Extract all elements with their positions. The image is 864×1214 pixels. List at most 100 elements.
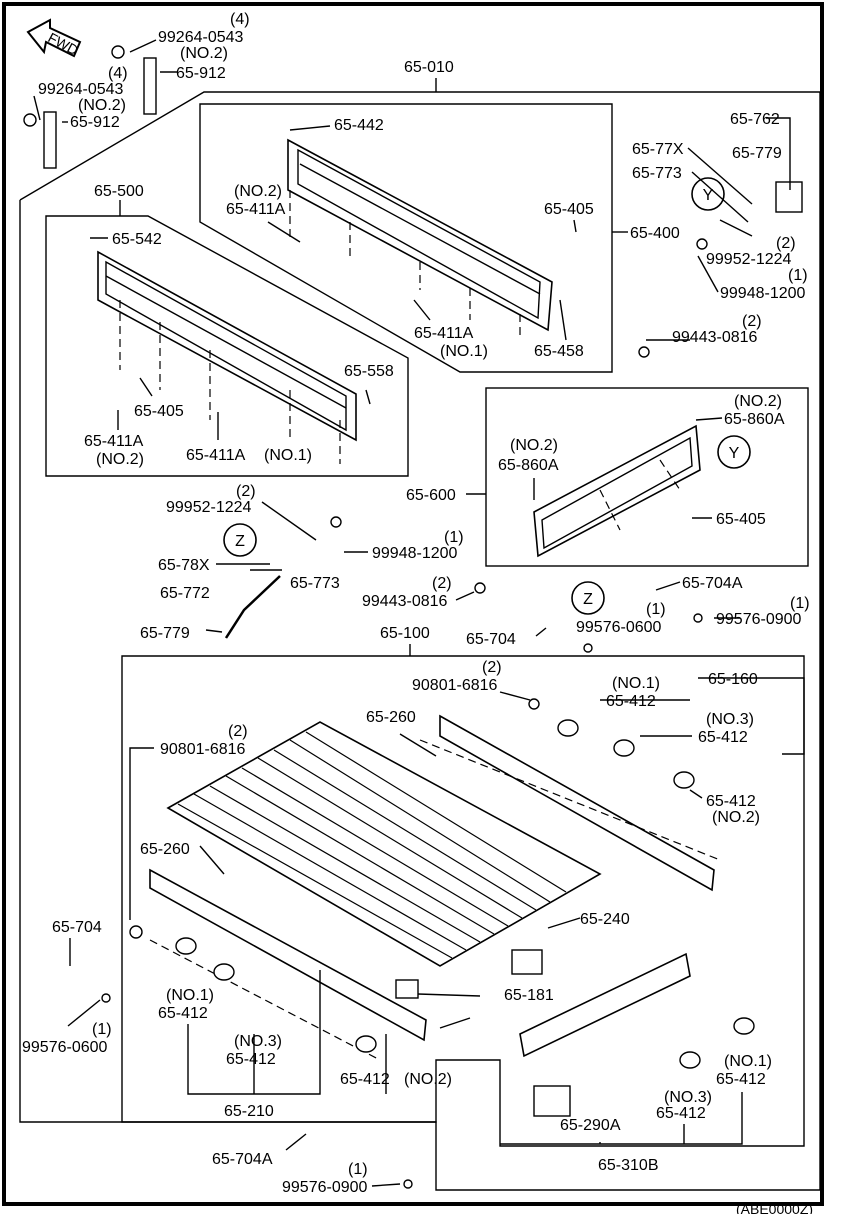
part-num: 65-912 [70, 114, 120, 131]
part-num: 99264-0543 [158, 29, 244, 46]
part-num: 65-412 [716, 1071, 766, 1088]
hardware-icons [23, 45, 803, 1189]
part-num: 99443-0816 [362, 593, 448, 610]
part-num: 65-411A [84, 433, 144, 450]
part-num: 65-500 [94, 183, 144, 200]
part-num: 65-412 [706, 793, 756, 810]
bed-floor-65-100 [166, 721, 602, 967]
callout-y-1-label: Y [703, 187, 714, 204]
part-num: 65-160 [708, 671, 758, 688]
part-num: 65-704 [466, 631, 516, 648]
part-num: 99952-1224 [166, 499, 252, 516]
part-num: 65-558 [344, 363, 394, 380]
callout-z-1-label: Z [235, 533, 245, 550]
qty: (4) [230, 11, 250, 28]
qty: (2) [432, 575, 452, 592]
qty: (2) [228, 723, 248, 740]
qty: (1) [788, 267, 808, 284]
part-num: 65-762 [730, 111, 780, 128]
box-65-600 [485, 387, 809, 567]
note: (NO.2) [78, 97, 126, 114]
note: (NO.2) [712, 809, 760, 826]
note: (NO.3) [234, 1033, 282, 1050]
part-num: 90801-6816 [412, 677, 498, 694]
part-num: 65-704A [212, 1151, 273, 1168]
note: (NO.2) [510, 437, 558, 454]
qty: (2) [236, 483, 256, 500]
part-num: 65-400 [630, 225, 680, 242]
part-num: 65-542 [112, 231, 162, 248]
box-65-400 [199, 103, 613, 373]
qty: (1) [444, 529, 464, 546]
part-num: 65-912 [176, 65, 226, 82]
rail-65-310B [519, 952, 691, 1058]
part-num: 65-260 [140, 841, 190, 858]
note: (NO.1) [612, 675, 660, 692]
note: (NO.2) [234, 183, 282, 200]
callout-z-1 [223, 523, 257, 557]
note: (NO.2) [180, 45, 228, 62]
part-num: 65-442 [334, 117, 384, 134]
part-num: 65-78X [158, 557, 210, 574]
part-num: 65-860A [498, 457, 559, 474]
part-num: 65-260 [366, 709, 416, 726]
part-num: 65-405 [134, 403, 184, 420]
part-num: 65-773 [632, 165, 682, 182]
part-num: 99576-0600 [22, 1039, 108, 1056]
panel-65-500 [97, 250, 357, 464]
qty: (4) [108, 65, 128, 82]
part-num: 90801-6816 [160, 741, 246, 758]
part-num: 65-412 [158, 1005, 208, 1022]
qty: (1) [348, 1161, 368, 1178]
part-num: 65-412 [340, 1071, 390, 1088]
part-num: 99948-1200 [372, 545, 458, 562]
qty: (2) [776, 235, 796, 252]
qty: (1) [92, 1021, 112, 1038]
part-num: 65-240 [580, 911, 630, 928]
footer-code: (ABE0000Z) [736, 1201, 813, 1214]
part-num: 65-412 [226, 1051, 276, 1068]
part-num: 65-405 [544, 201, 594, 218]
part-num: 65-412 [606, 693, 656, 710]
part-num: 65-458 [534, 343, 584, 360]
part-num: 65-773 [290, 575, 340, 592]
assembly-outline-65-010 [19, 91, 821, 1191]
part-num: 65-704 [52, 919, 102, 936]
forward-arrow-icon: FWD [26, 18, 82, 58]
qty: (1) [646, 601, 666, 618]
part-num: 65-310B [598, 1157, 659, 1174]
part-num: 99576-0600 [576, 619, 662, 636]
part-num: 99443-0816 [672, 329, 758, 346]
panel-65-600 [533, 424, 701, 558]
note: (NO.3) [706, 711, 754, 728]
part-num: 99952-1224 [706, 251, 792, 268]
part-num: 99576-0900 [716, 611, 802, 628]
part-num: 65-411A [414, 325, 474, 342]
note: (NO.1) [724, 1053, 772, 1070]
part-num: 65-704A [682, 575, 743, 592]
part-num: 65-779 [732, 145, 782, 162]
callout-y-2-label: Y [729, 445, 740, 462]
callout-z-2-label: Z [583, 591, 593, 608]
note: (NO.2) [96, 451, 144, 468]
part-num: 65-100 [380, 625, 430, 642]
part-num: 99576-0900 [282, 1179, 368, 1196]
note: (NO.3) [664, 1089, 712, 1106]
note: (NO.1) [166, 987, 214, 1004]
callout-z-2 [571, 581, 605, 615]
box-65-100 [121, 655, 805, 1147]
part-num: 65-210 [224, 1103, 274, 1120]
part-num: 65-010 [404, 59, 454, 76]
note: (NO.1) [440, 343, 488, 360]
note: (NO.2) [734, 393, 782, 410]
rail-65-210 [149, 868, 427, 1042]
part-num: 65-600 [406, 487, 456, 504]
part-num: 65-411A [226, 201, 286, 218]
note: (NO.2) [404, 1071, 452, 1088]
box-65-500 [45, 215, 409, 477]
qty: (1) [790, 595, 810, 612]
note: (NO.1) [264, 447, 312, 464]
part-num: 65-412 [698, 729, 748, 746]
part-num: 65-405 [716, 511, 766, 528]
